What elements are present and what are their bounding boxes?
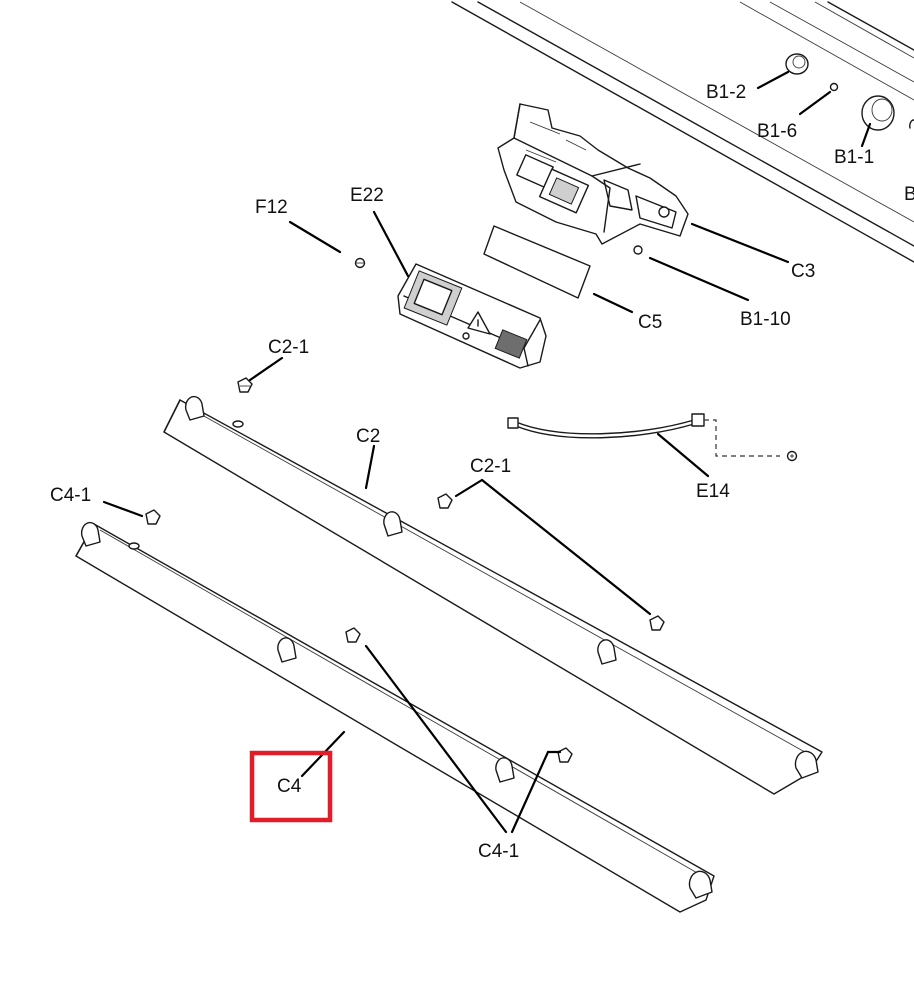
part-c2 — [163, 395, 823, 795]
label-c4: C4 — [277, 776, 302, 797]
part-b1-6 — [829, 82, 839, 92]
c4-highlight-box — [249, 750, 333, 823]
part-b1-2 — [785, 53, 809, 75]
part-f12 — [354, 257, 366, 269]
part-c2-1-mid — [437, 493, 453, 509]
label-c2: C2 — [356, 426, 380, 447]
part-labels: B1-2 B1-6 B1-1 B F12 E22 C3 C5 B1-10 C2-… — [50, 82, 914, 862]
part-c4-1-bottom — [345, 627, 573, 763]
label-b-partial: B — [904, 184, 914, 205]
label-c2-1-mid: C2-1 — [470, 456, 511, 477]
main-housing-edge — [451, 1, 914, 263]
part-c4 — [75, 521, 715, 913]
part-c4-1-left — [145, 509, 161, 525]
part-c2-1-lower — [649, 615, 665, 631]
label-b1-6: B1-6 — [757, 121, 797, 142]
label-b1-1: B1-1 — [834, 147, 874, 168]
leader-lines — [102, 70, 872, 834]
part-c5 — [483, 225, 591, 299]
part-c3 — [497, 103, 689, 245]
part-e14 — [507, 413, 798, 462]
part-c2-1-top — [237, 377, 253, 393]
label-c2-1-top: C2-1 — [268, 337, 309, 358]
label-c3: C3 — [791, 261, 815, 282]
label-c4-1-bottom: C4-1 — [478, 841, 519, 862]
part-e22 — [397, 263, 547, 369]
label-b1-10: B1-10 — [740, 309, 791, 330]
part-b1-10 — [633, 245, 643, 255]
label-b1-2: B1-2 — [706, 82, 746, 103]
label-c4-1-left: C4-1 — [50, 485, 91, 506]
label-f12: F12 — [255, 197, 288, 218]
label-e14: E14 — [696, 481, 730, 502]
label-e22: E22 — [350, 185, 384, 206]
label-c5: C5 — [638, 312, 662, 333]
